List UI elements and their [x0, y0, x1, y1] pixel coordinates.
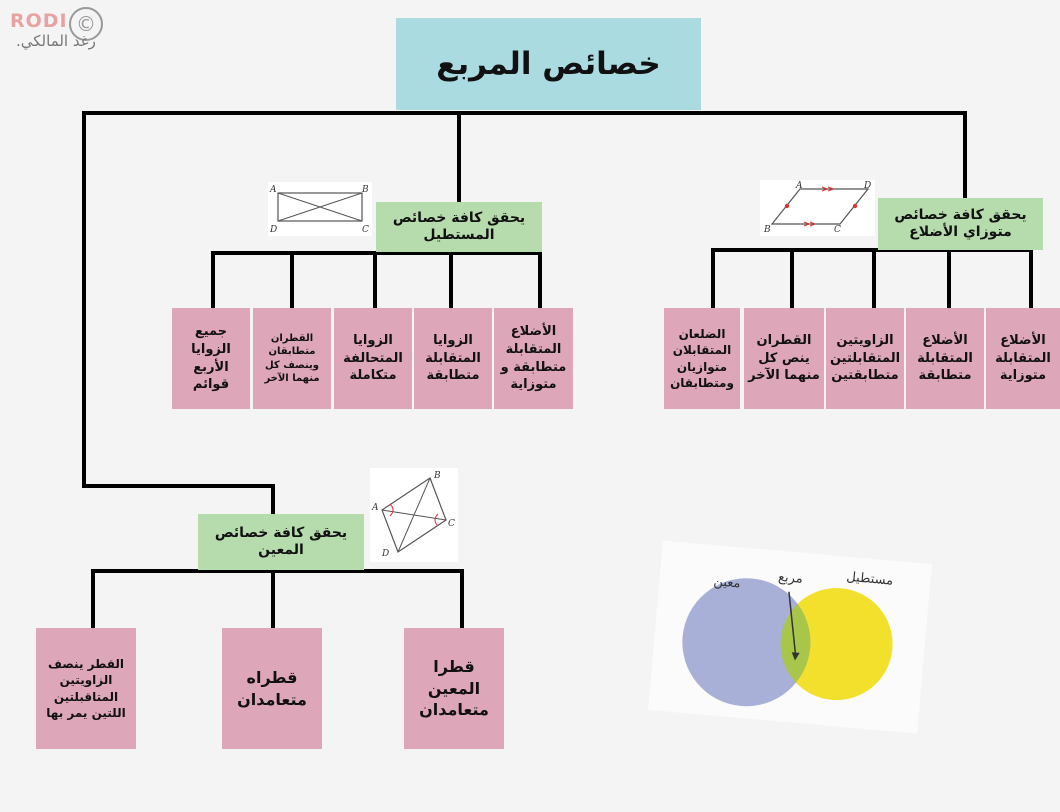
- svg-text:D: D: [381, 549, 389, 559]
- rectangle-figure: A B D C: [268, 182, 372, 236]
- svg-text:A: A: [269, 185, 277, 195]
- rhombus-figure: B A C D: [370, 468, 458, 562]
- venn-rectangle-circle: [780, 588, 893, 701]
- svg-text:A: A: [795, 181, 803, 191]
- rhombus-label: يحقق كافة خصائص المعين: [198, 514, 364, 570]
- rectangle-property-5: جميع الزوايا الأربع قوائم: [172, 308, 250, 409]
- parallelogram-property-4: القطران ينص كل منهما الآخر: [744, 308, 824, 409]
- venn-rhombus-circle: [682, 578, 811, 707]
- svg-text:D: D: [269, 225, 277, 235]
- venn-label-rectangle: مستطيل: [846, 570, 894, 589]
- rectangle-property-3: الزوايا المتحالفة متكاملة: [334, 308, 412, 409]
- parallelogram-property-3: الزاويتين المتقابلتين متطابقتين: [826, 308, 904, 409]
- logo-signature: رغد المالكي.: [16, 32, 96, 50]
- parallelogram-property-2: الأضلاع المتقابلة متطابقة: [906, 308, 984, 409]
- parallelogram-label: يحقق كافة خصائص متوزاي الأضلاع: [878, 198, 1043, 250]
- svg-text:C: C: [448, 519, 455, 529]
- rectangle-property-4: القطران متطابقان وينصف كل منهما الآخر: [253, 308, 331, 409]
- svg-text:A: A: [371, 503, 379, 513]
- rectangle-label: يحقق كافة خصائص المستطيل: [376, 202, 542, 252]
- rhombus-property-3: القطر ينصف الزاويتين المتاقبلتين اللتين …: [36, 628, 136, 749]
- svg-text:B: B: [433, 471, 441, 481]
- venn-pointer: [788, 591, 797, 655]
- svg-text:©: ©: [76, 12, 96, 36]
- svg-text:C: C: [834, 225, 841, 235]
- svg-text:B: B: [763, 225, 771, 235]
- svg-text:D: D: [863, 181, 871, 191]
- diagram-title: خصائص المربع: [396, 18, 701, 110]
- rectangle-property-2: الزوايا المتقابلة متطابقة: [414, 308, 492, 409]
- svg-text:C: C: [362, 225, 369, 235]
- venn-label-square: مربع: [778, 570, 804, 587]
- parallelogram-property-5: الضلعان المتقابلان متوازيان ومتطابقان: [664, 308, 740, 409]
- copyright-icon: ©: [69, 7, 103, 41]
- venn-diagram: معين مربع مستطيل: [648, 540, 932, 734]
- parallelogram-figure: A D B C: [760, 180, 875, 236]
- rhombus-property-1: قطرا المعين متعامدان: [404, 628, 504, 749]
- venn-label-rhombus: معين: [713, 574, 741, 591]
- rectangle-property-1: الأضلاع المتقابلة متطابقة و متوزاية: [494, 308, 573, 409]
- rhombus-property-2: قطراه متعامدان: [222, 628, 322, 749]
- parallelogram-property-1: الأضلاع المتقابلة متوزاية: [986, 308, 1060, 409]
- logo: RODI © رغد المالكي.: [4, 4, 134, 52]
- logo-text: RODI: [10, 10, 68, 32]
- svg-text:B: B: [361, 185, 369, 195]
